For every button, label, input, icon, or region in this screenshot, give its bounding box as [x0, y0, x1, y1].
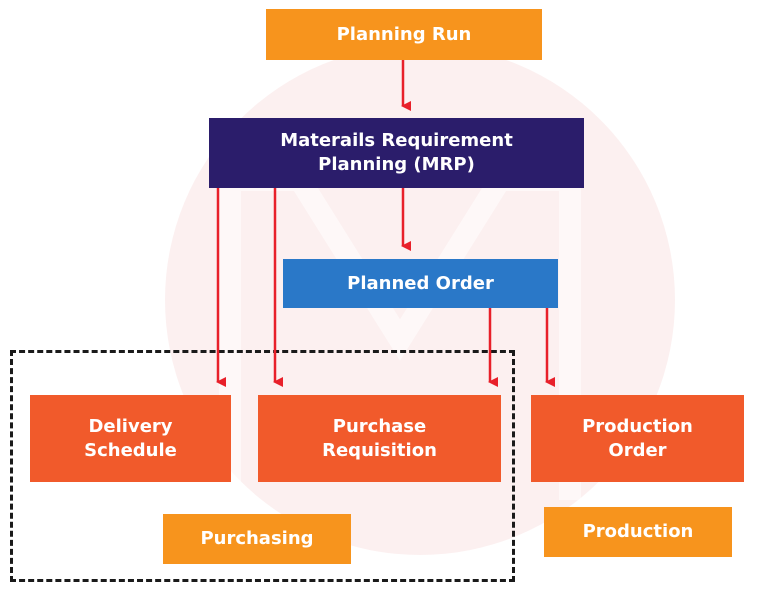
node-mrp: Materails Requirement Planning (MRP) — [209, 118, 584, 188]
node-delivery-schedule-label: Delivery Schedule — [84, 415, 177, 461]
node-purchasing-label: Purchasing — [200, 528, 314, 549]
node-delivery-schedule: Delivery Schedule — [30, 395, 231, 482]
node-production-label: Production — [582, 521, 694, 542]
node-production: Production — [544, 507, 732, 557]
node-production-order-label: Production Order — [582, 415, 693, 461]
purchasing-group-border — [10, 350, 515, 582]
node-production-order: Production Order — [531, 395, 744, 482]
node-purchase-requisition: Purchase Requisition — [258, 395, 501, 482]
node-planned-order: Planned Order — [283, 259, 558, 308]
node-planning-run-label: Planning Run — [336, 23, 472, 45]
node-planning-run: Planning Run — [266, 9, 542, 60]
node-planned-order-label: Planned Order — [347, 272, 494, 294]
node-purchasing: Purchasing — [163, 514, 351, 564]
node-mrp-label: Materails Requirement Planning (MRP) — [280, 130, 513, 175]
node-purchase-requisition-label: Purchase Requisition — [322, 415, 437, 461]
